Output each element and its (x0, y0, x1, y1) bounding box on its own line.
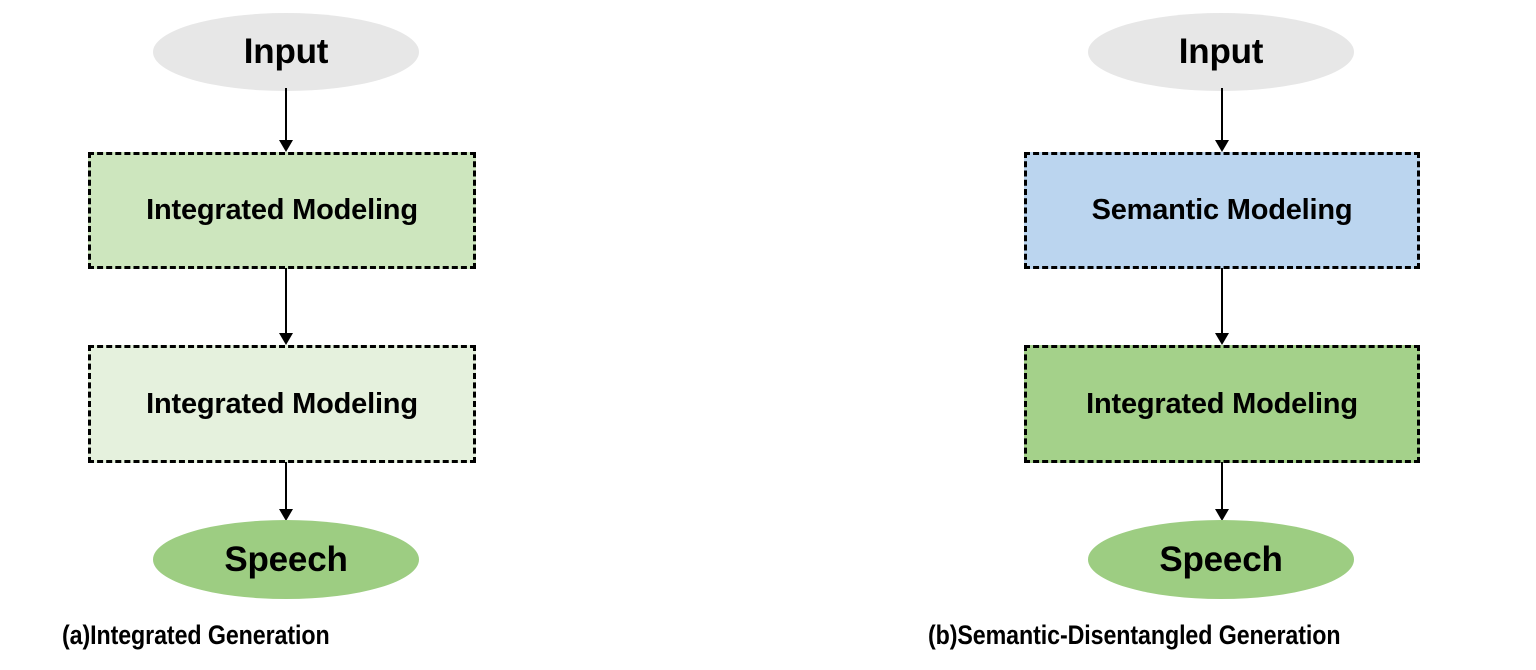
arrow-input-to-stage1-a (279, 88, 293, 152)
arrow-stage2-to-output-a (279, 462, 293, 522)
panel-b: Input Semantic Modeling Integrated Model… (472, 0, 1420, 670)
arrow-head (1215, 333, 1229, 345)
node-output-b: Speech (1088, 520, 1354, 599)
arrow-shaft (1221, 268, 1223, 334)
arrow-shaft (1221, 462, 1223, 510)
caption-panel-a: (a)Integrated Generation (62, 620, 330, 650)
arrow-shaft (1221, 88, 1223, 141)
node-stage1-a: Integrated Modeling (88, 152, 476, 269)
node-input-b: Input (1088, 13, 1354, 91)
arrow-shaft (285, 462, 287, 510)
arrow-head (1215, 509, 1229, 521)
arrow-stage1-to-stage2-a (279, 268, 293, 346)
arrow-head (279, 140, 293, 152)
arrow-shaft (285, 268, 287, 334)
panel-a: Input Integrated Modeling Integrated Mod… (0, 0, 512, 670)
arrow-stage2-to-output-b (1215, 462, 1229, 522)
arrow-head (279, 509, 293, 521)
arrow-stage1-to-stage2-b (1215, 268, 1229, 346)
node-stage1-b: Semantic Modeling (1024, 152, 1420, 269)
panel-c: Input Semantic Modeling Perceptual Model… (940, 0, 1536, 670)
node-stage2-a: Integrated Modeling (88, 345, 476, 463)
arrow-head (1215, 140, 1229, 152)
node-output-a: Speech (153, 520, 419, 599)
node-stage2-b: Integrated Modeling (1024, 345, 1420, 463)
arrow-shaft (285, 88, 287, 141)
arrow-input-to-stage1-b (1215, 88, 1229, 152)
caption-panel-b: (b)Semantic-Disentangled Generation (928, 620, 1341, 650)
node-input-a: Input (153, 13, 419, 91)
arrow-head (279, 333, 293, 345)
